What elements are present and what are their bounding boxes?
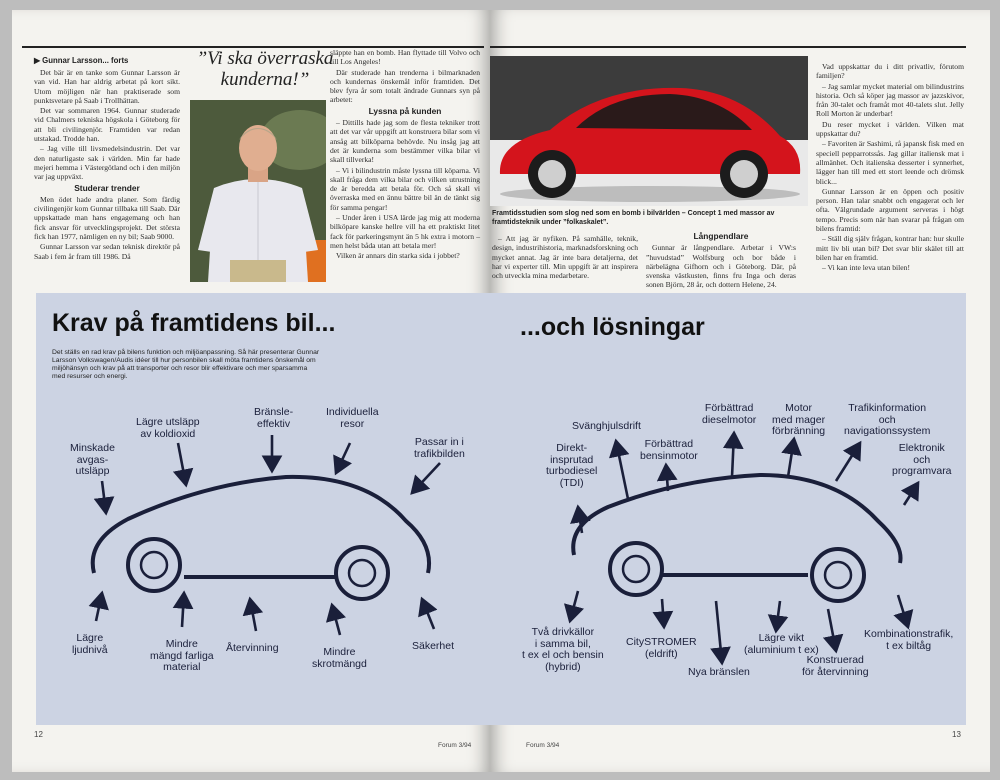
requirements-diagram: Krav på framtidens bil... Det ställs en … xyxy=(36,293,490,725)
article-column-3: släppte han en bomb. Han flyttade till V… xyxy=(330,48,480,262)
paragraph: Där studerade han trenderna i bilmarknad… xyxy=(330,67,480,105)
car-illustration xyxy=(490,56,808,206)
paragraph: Vad uppskattar du i ditt privatliv, föru… xyxy=(816,62,964,81)
paragraph: – Jag samlar mycket material om bilindus… xyxy=(816,81,964,119)
top-rule xyxy=(22,46,484,48)
paragraph: Det var sommaren 1964. Gunnar studerade … xyxy=(34,106,180,144)
paragraph: – Jag ville till livsmedelsindustrin. De… xyxy=(34,144,180,182)
car-outline-diagram xyxy=(563,430,920,666)
paragraph: Gunnar Larsson är en öppen och positiv p… xyxy=(816,186,964,234)
right-page: Framtidsstudien som slog ned som en bomb… xyxy=(490,10,990,772)
car-outline-diagram xyxy=(88,435,441,636)
paragraph: – Ställ dig själv frågan, kontrar han: h… xyxy=(816,234,964,262)
label-lagre-vikt: Lägre vikt(aluminium t ex) xyxy=(744,632,819,656)
top-rule xyxy=(490,46,966,48)
paragraph: släppte han en bomb. Han flyttade till V… xyxy=(330,48,480,67)
diagram-title: Krav på framtidens bil... xyxy=(52,309,336,337)
subheading: Lyssna på kunden xyxy=(368,105,442,116)
concept-car-photo xyxy=(490,56,808,206)
paragraph: – Vi kan inte leva utan bilen! xyxy=(822,263,910,273)
paragraph: – Att jag är nyfiken. På samhälle, tekni… xyxy=(492,234,638,281)
subheading: Studerar trender xyxy=(74,182,140,193)
article-column-3: Vad uppskattar du i ditt privatliv, föru… xyxy=(816,62,964,274)
label-kombinationstrafik: Kombinationstrafik,t ex biltåg xyxy=(864,628,954,652)
article-column-1: Det bär är en tanke som Gunnar Larsson ä… xyxy=(34,68,180,262)
label-svanghjulsdrift: Svänghjulsdrift xyxy=(572,420,641,432)
kicker-text: Gunnar Larsson... forts xyxy=(42,56,129,65)
article-column-1: – Att jag är nyfiken. På samhälle, tekni… xyxy=(492,234,638,281)
paragraph: Gunnar är långpendlare. Arbetar i VW:s ”… xyxy=(646,243,796,290)
paragraph: – Favoriten är Sashimi, rå japansk fisk … xyxy=(816,139,964,186)
paragraph: Vilken är annars din starka sida i jobbe… xyxy=(336,251,460,261)
photo-caption: Framtidsstudien som slog ned som en bomb… xyxy=(492,210,775,226)
diagram-intro: Det ställs en rad krav på bilens funktio… xyxy=(52,349,320,380)
paragraph: – Vi i bilindustrin måste lyssna till kö… xyxy=(330,165,480,212)
label-branseleffektiv: Bränsle-effektiv xyxy=(254,406,294,430)
kicker: ▶ Gunnar Larsson... forts xyxy=(34,56,128,65)
magazine-issue: Forum 3/94 xyxy=(438,742,472,749)
page-number: 12 xyxy=(34,730,43,739)
label-nya-branslen: Nya bränslen xyxy=(688,666,750,678)
pull-quote: ”Vi ska överraska kunderna!” xyxy=(196,48,334,90)
label-sakerhet: Säkerhet xyxy=(412,640,455,652)
arrow-icon: ▶ xyxy=(34,56,40,65)
paragraph: – Under åren i USA lärde jag mig att mod… xyxy=(330,213,480,250)
paragraph: Du reser mycket i världen. Vilken mat up… xyxy=(816,119,964,139)
portrait-photo xyxy=(190,100,326,282)
solutions-diagram: ...och lösningar xyxy=(490,293,966,725)
magazine-issue: Forum 3/94 xyxy=(526,742,560,749)
arrow-icon xyxy=(563,430,920,666)
label-citystromer: CitySTROMER(eldrift) xyxy=(626,636,697,660)
portrait-illustration xyxy=(190,100,326,282)
paragraph: – Dittills hade jag som de flesta teknik… xyxy=(330,118,480,165)
subheading: Långpendlare xyxy=(693,231,749,241)
paragraph: Det bär är en tanke som Gunnar Larsson ä… xyxy=(34,68,180,105)
paragraph: Gunnar Larsson var sedan teknisk direktö… xyxy=(34,242,180,261)
left-page: ▶ Gunnar Larsson... forts Det bär är en … xyxy=(12,10,490,772)
diagram-title: ...och lösningar xyxy=(520,313,705,341)
page-number: 13 xyxy=(952,730,961,739)
paragraph: Men ödet hade andra planer. Som färdig c… xyxy=(34,194,180,242)
article-column-2: Långpendlare Gunnar är långpendlare. Arb… xyxy=(646,230,796,291)
arrow-icon xyxy=(88,435,441,636)
label-atervinning: Återvinning xyxy=(226,642,279,654)
